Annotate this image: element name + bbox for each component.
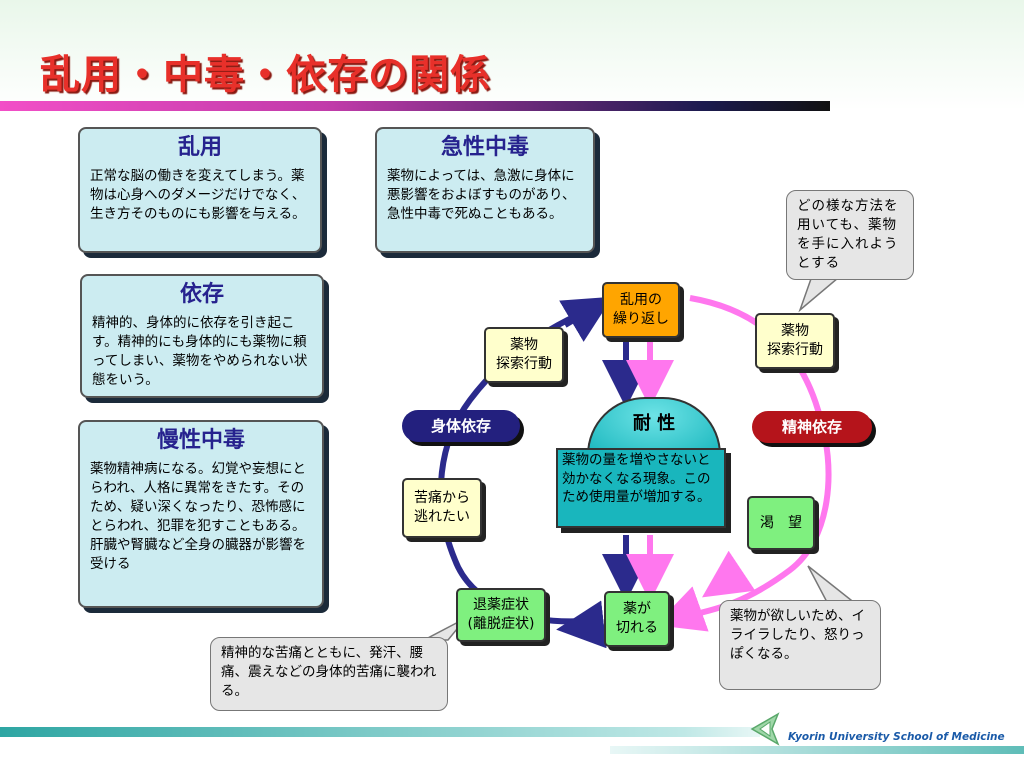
title-underline xyxy=(0,101,830,111)
node-craving: 渇 望 xyxy=(747,496,815,550)
callout-physical-pain: 精神的な苦痛とともに、発汗、腰痛、震えなどの身体的苦痛に襲われる。 xyxy=(210,637,448,711)
card-acute-poisoning: 急性中毒 薬物によっては、急激に身体に悪影響をおよぼすものがあり、急性中毒で死ぬ… xyxy=(375,127,595,253)
node-drug-wears-off: 薬が 切れる xyxy=(604,591,670,647)
page-title: 乱用・中毒・依存の関係 xyxy=(40,52,491,98)
node-drug-seeking-left: 薬物 探索行動 xyxy=(484,327,564,383)
physical-loop-arrow-bottom xyxy=(556,600,607,649)
footer-institution: Kyorin University School of Medicine xyxy=(788,731,1005,743)
card-dependence-body: 精神的、身体的に依存を引き起こす。精神的にも身体的にも薬物に頼ってしまい、薬物を… xyxy=(92,315,308,388)
card-acute-heading: 急性中毒 xyxy=(440,135,529,160)
node-escape-pain: 苦痛から 逃れたい xyxy=(402,478,482,538)
card-dependence-heading: 依存 xyxy=(179,282,224,307)
footer-bar-right xyxy=(610,746,1024,754)
card-acute-body: 薬物によっては、急激に身体に悪影響をおよぼすものがあり、急性中毒で死ぬこともある… xyxy=(387,168,576,222)
callout-any-means-tail xyxy=(798,275,840,313)
card-abuse: 乱用 正常な脳の働きを変えてしまう。薬物は心身へのダメージだけでなく、生き方その… xyxy=(78,127,322,253)
card-chronic-heading: 慢性中毒 xyxy=(156,428,245,453)
pill-physical-dependence: 身体依存 xyxy=(402,410,520,442)
card-chronic-poisoning: 慢性中毒 薬物精神病になる。幻覚や妄想にとらわれ、人格に異常をきたす。そのため、… xyxy=(78,420,324,608)
pill-psychological-dependence: 精神依存 xyxy=(752,411,872,443)
psychological-loop-arrow-right xyxy=(702,550,756,598)
node-drug-seeking-right: 薬物 探索行動 xyxy=(755,313,835,369)
node-repeat-abuse: 乱用の 繰り返し xyxy=(602,282,680,338)
callout-any-means: どの様な方法を用いても、薬物を手に入れようとする xyxy=(786,190,914,280)
card-abuse-body: 正常な脳の働きを変えてしまう。薬物は心身へのダメージだけでなく、生き方そのものに… xyxy=(90,168,306,222)
physical-loop-arrow-top xyxy=(559,296,613,342)
footer-bar-left xyxy=(0,727,760,737)
card-chronic-body: 薬物精神病になる。幻覚や妄想にとらわれ、人格に異常をきたす。そのため、疑い深くな… xyxy=(90,461,306,572)
callout-irritable: 薬物が欲しいため、イライラしたり、怒りっぽくなる。 xyxy=(719,600,881,690)
tolerance-description: 薬物の量を増やさないと効かなくなる現象。このため使用量が増加する。 xyxy=(556,448,726,528)
psychological-loop-arrow-bottom xyxy=(655,586,709,632)
node-withdrawal: 退薬症状 (離脱症状) xyxy=(456,588,546,642)
callout-irritable-tail xyxy=(807,565,859,605)
card-abuse-heading: 乱用 xyxy=(177,135,222,160)
card-dependence: 依存 精神的、身体的に依存を引き起こす。精神的にも身体的にも薬物に頼ってしまい、… xyxy=(80,274,324,398)
university-logo-icon xyxy=(750,712,780,746)
